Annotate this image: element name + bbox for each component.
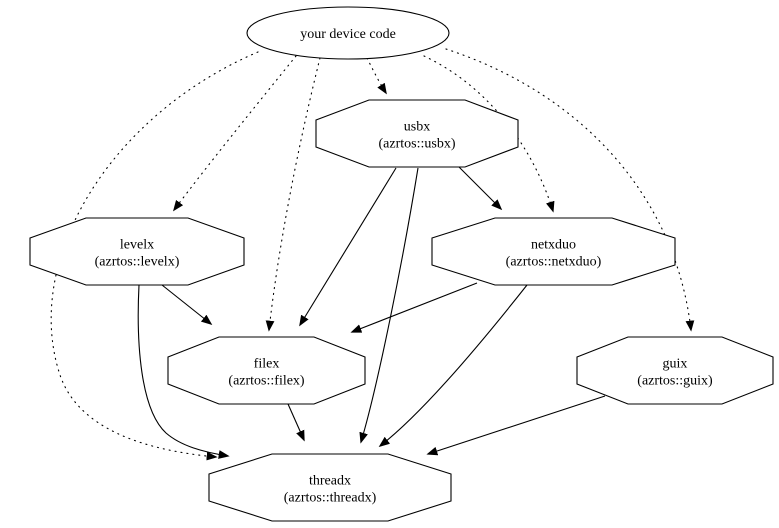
edge-guix-to-threadx bbox=[426, 395, 606, 456]
edge-device-to-usbx bbox=[366, 57, 387, 95]
node-levelx: levelx(azrtos::levelx) bbox=[29, 217, 245, 286]
edge-netxduo-to-threadx bbox=[378, 284, 528, 448]
octagon-shape bbox=[208, 453, 452, 522]
node-label-levelx-line2: (azrtos::levelx) bbox=[95, 255, 180, 270]
node-label-guix-line1: guix bbox=[663, 357, 688, 372]
edge-levelx-to-filex bbox=[161, 284, 213, 326]
edge-filex-to-threadx bbox=[287, 403, 305, 442]
node-filex: filex(azrtos::filex) bbox=[167, 336, 366, 405]
node-label-threadx-line1: threadx bbox=[309, 474, 351, 489]
node-label-filex-line1: filex bbox=[254, 357, 280, 372]
node-label-guix-line2: (azrtos::guix) bbox=[637, 374, 713, 389]
node-label-netxduo-line1: netxduo bbox=[531, 238, 576, 253]
node-usbx: usbx(azrtos::usbx) bbox=[315, 99, 519, 168]
octagon-shape bbox=[315, 99, 519, 168]
edge-usbx-to-threadx bbox=[359, 167, 419, 444]
node-label-threadx-line2: (azrtos::threadx) bbox=[284, 491, 377, 506]
edge-device-to-levelx bbox=[173, 55, 297, 212]
node-netxduo: netxduo(azrtos::netxduo) bbox=[431, 217, 676, 286]
octagon-shape bbox=[167, 336, 366, 405]
node-label-filex-line2: (azrtos::filex) bbox=[228, 374, 305, 389]
node-label-device-line1: your device code bbox=[300, 27, 396, 42]
node-label-levelx-line1: levelx bbox=[120, 238, 154, 253]
edge-usbx-to-netxduo bbox=[458, 166, 503, 211]
ellipse-shape bbox=[246, 6, 450, 60]
node-guix: guix(azrtos::guix) bbox=[576, 336, 774, 405]
node-label-netxduo-line2: (azrtos::netxduo) bbox=[506, 255, 602, 270]
octagon-shape bbox=[29, 217, 245, 286]
edge-device-to-guix bbox=[445, 48, 695, 332]
edge-netxduo-to-filex bbox=[350, 282, 478, 333]
octagon-shape bbox=[431, 217, 676, 286]
edge-device-to-threadx bbox=[50, 51, 259, 461]
edge-levelx-to-threadx bbox=[137, 284, 230, 459]
node-label-usbx-line1: usbx bbox=[404, 120, 430, 135]
node-label-usbx-line2: (azrtos::usbx) bbox=[379, 137, 456, 152]
edge-device-to-filex bbox=[265, 57, 321, 332]
octagon-shape bbox=[576, 336, 774, 405]
node-device: your device code bbox=[246, 6, 450, 60]
node-threadx: threadx(azrtos::threadx) bbox=[208, 453, 452, 522]
edge-usbx-to-filex bbox=[299, 167, 397, 327]
